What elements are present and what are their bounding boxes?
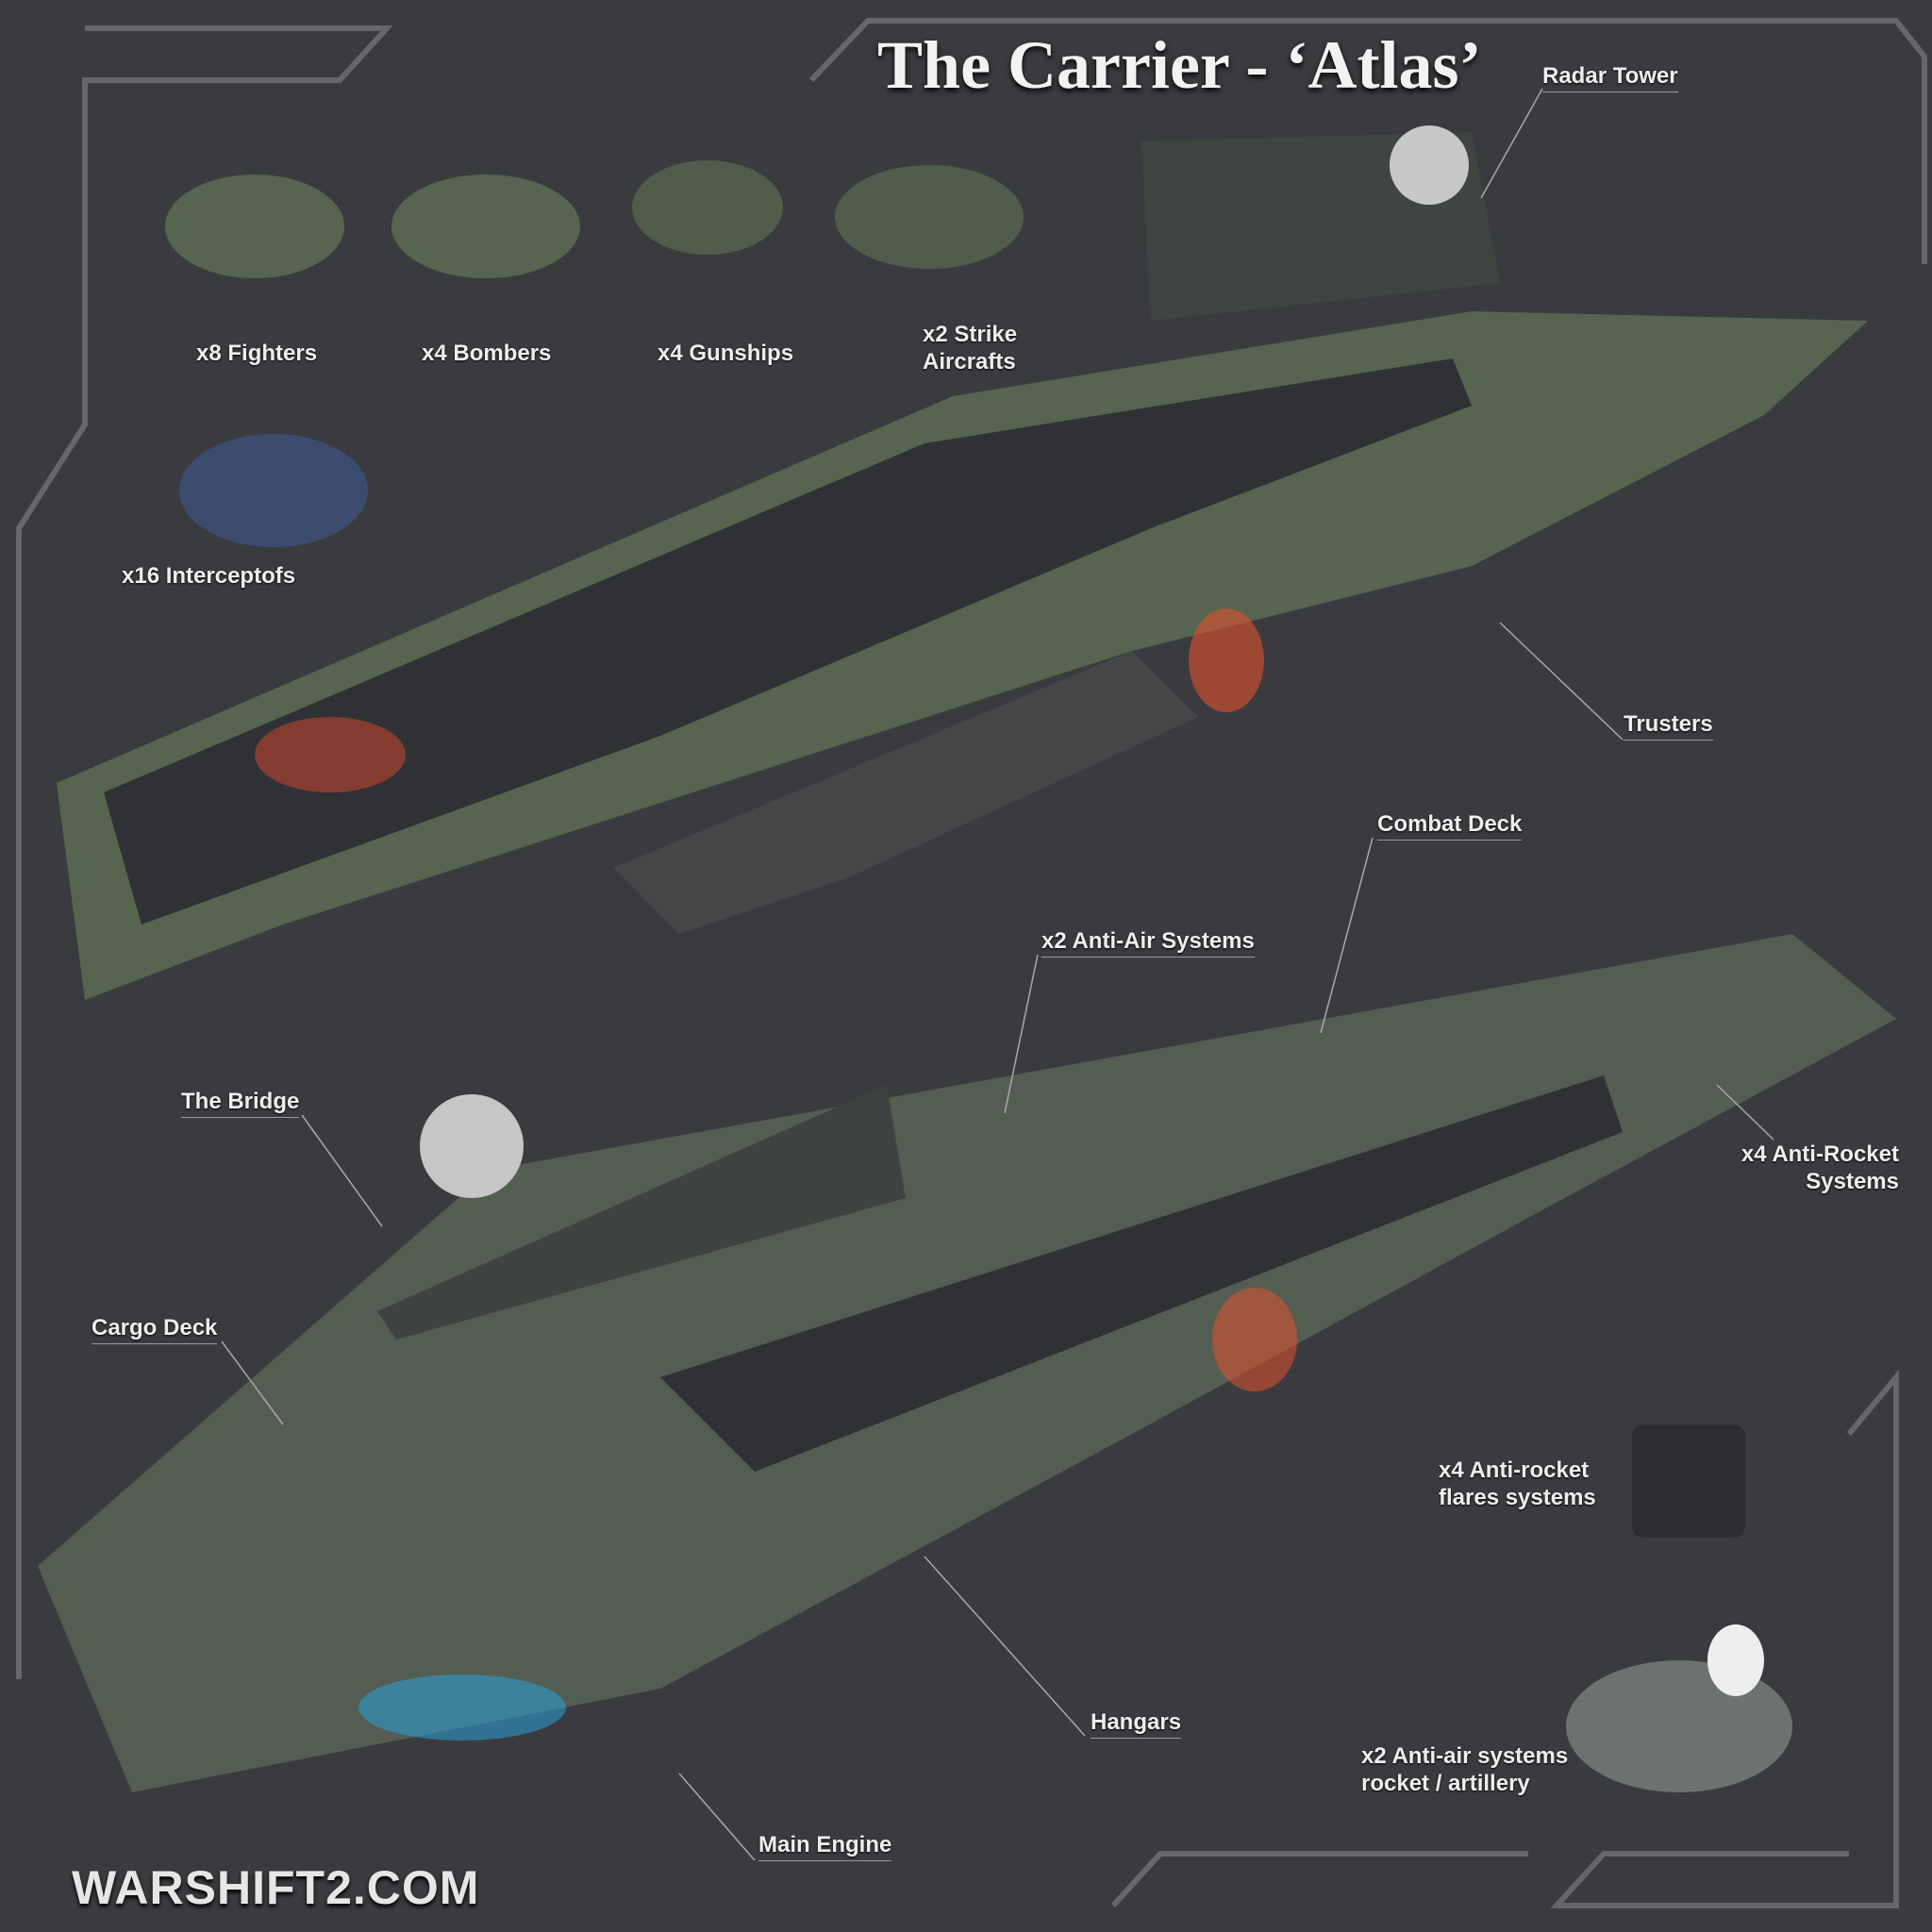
anti-air-systems-callout: x2 Anti-Air Systems <box>1041 927 1255 958</box>
radar-tower-callout: Radar Tower <box>1542 62 1678 92</box>
bomber-icon <box>391 175 580 278</box>
cargo-deck-callout: Cargo Deck <box>92 1314 218 1344</box>
strike-aircrafts-label-line2: Aircrafts <box>923 349 1016 375</box>
strike-aircrafts-label: x2 Strike <box>923 322 1018 347</box>
fighter-icon <box>165 175 344 278</box>
trusters-callout: Trusters <box>1624 710 1713 741</box>
anti-air-rocket-callout-line2: rocket / artillery <box>1361 1771 1530 1796</box>
main-engine-callout: Main Engine <box>758 1831 892 1861</box>
hangars-callout: Hangars <box>1091 1708 1182 1739</box>
fighters-label: x8 Fighters <box>196 341 318 366</box>
flares-systems-callout-line2: flares systems <box>1439 1485 1596 1510</box>
page-title: The Carrier - ‘Atlas’ <box>877 27 1482 103</box>
bombers-label: x4 Bombers <box>422 341 552 366</box>
flares-launcher-icon <box>1632 1424 1745 1538</box>
interceptors-label: x16 Interceptofs <box>122 563 296 589</box>
anti-rocket-systems-callout: x4 Anti-Rocket <box>1740 1141 1899 1167</box>
carrier-bottom-view <box>38 934 1896 1792</box>
gunship-icon <box>632 160 783 255</box>
flares-systems-callout: x4 Anti-rocket <box>1439 1457 1590 1483</box>
strike-aircraft-icon <box>835 165 1024 269</box>
anti-rocket-systems-callout-line2: Systems <box>1806 1169 1899 1194</box>
hud-frame <box>16 18 1927 1908</box>
carrier-top-view <box>57 125 1868 1000</box>
combat-deck-callout: Combat Deck <box>1377 810 1523 841</box>
anti-air-rocket-callout: x2 Anti-air systems <box>1361 1743 1569 1769</box>
brand-watermark: WARSHIFT2.COM <box>72 1861 480 1914</box>
gunships-label: x4 Gunships <box>658 341 794 366</box>
interceptor-icon <box>179 434 368 547</box>
leader-lines <box>221 88 1774 1861</box>
bridge-callout: The Bridge <box>181 1088 300 1118</box>
